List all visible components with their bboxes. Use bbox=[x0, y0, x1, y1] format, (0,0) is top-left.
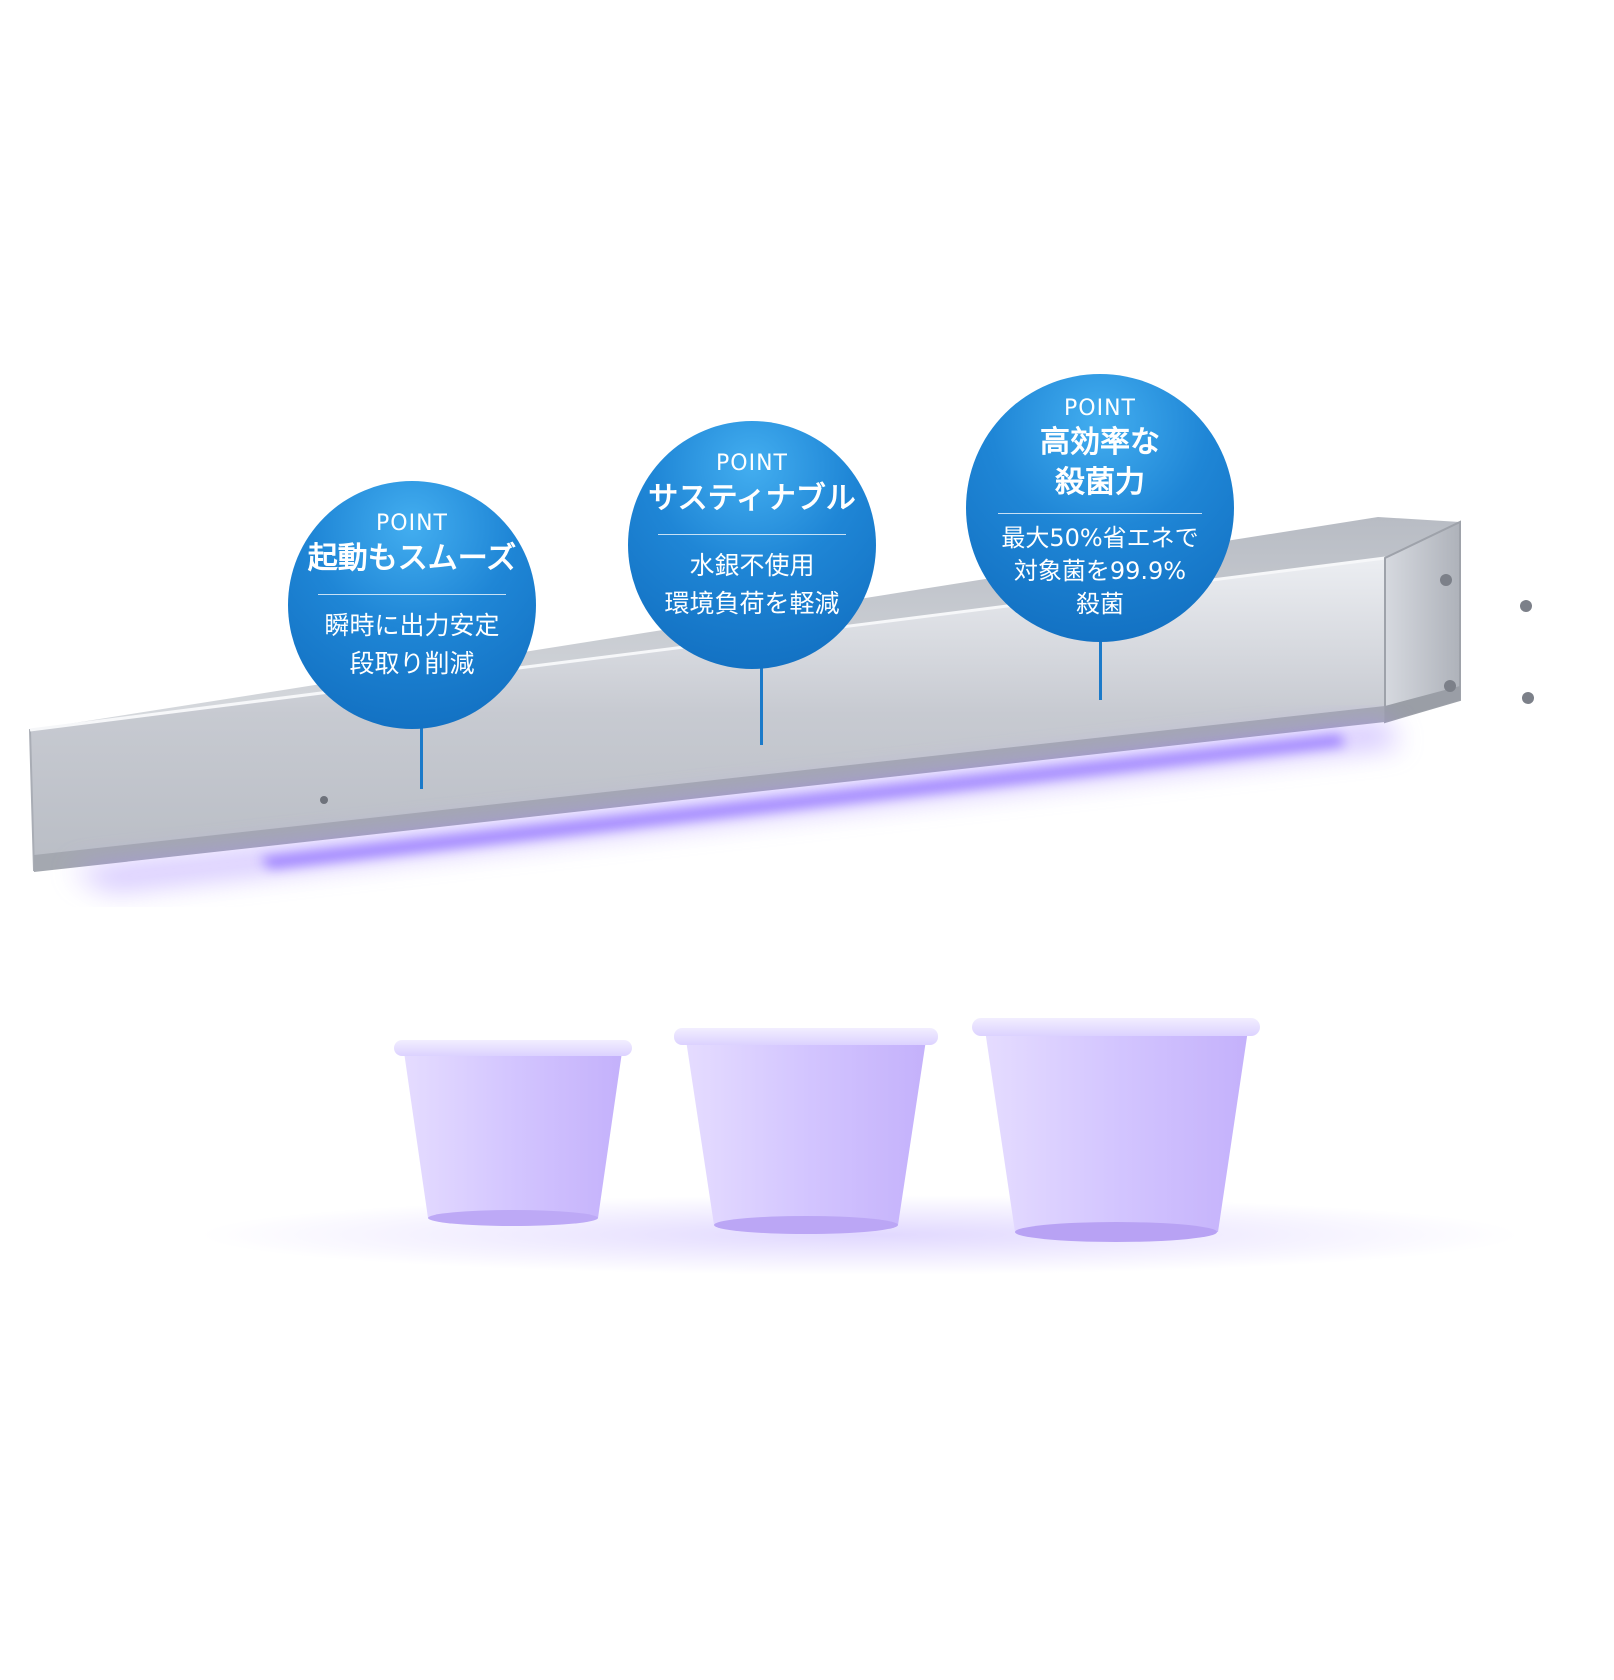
badge-point-label: POINT bbox=[1064, 396, 1136, 421]
badge-body-line: 段取り削減 bbox=[349, 649, 475, 678]
badge-body: 最大50%省エネで 対象菌を99.9% 殺菌 bbox=[1001, 522, 1198, 621]
feature-badge-quick-start: POINT 起動もスムーズ 瞬時に出力安定 段取り削減 bbox=[288, 481, 536, 729]
badge-body-line: 瞬時に出力安定 bbox=[324, 611, 500, 640]
leader-line bbox=[760, 667, 763, 745]
feature-badge-efficiency: POINT 高効率な 殺菌力 最大50%省エネで 対象菌を99.9% 殺菌 bbox=[966, 374, 1234, 642]
badge-title: 高効率な 殺菌力 bbox=[1040, 423, 1160, 503]
badge-title: 起動もスムーズ bbox=[307, 541, 517, 576]
leader-line bbox=[420, 727, 423, 789]
cup bbox=[674, 1028, 938, 1234]
screw-hole bbox=[1444, 680, 1456, 692]
screw-hole bbox=[1522, 692, 1534, 704]
badge-body-line: 環境負荷を軽減 bbox=[664, 589, 840, 618]
badge-divider bbox=[998, 513, 1202, 514]
badge-title-line: 殺菌力 bbox=[1055, 465, 1145, 500]
cup bbox=[394, 1040, 632, 1226]
screw-hole bbox=[1440, 574, 1452, 586]
feature-badge-sustainable: POINT サスティナブル 水銀不使用 環境負荷を軽減 bbox=[628, 421, 876, 669]
badge-divider bbox=[317, 594, 507, 595]
badge-body: 瞬時に出力安定 段取り削減 bbox=[324, 607, 499, 683]
badge-body-line: 殺菌 bbox=[1076, 590, 1124, 618]
badge-body-line: 対象菌を99.9% bbox=[1013, 557, 1187, 585]
badge-body: 水銀不使用 環境負荷を軽減 bbox=[664, 547, 839, 623]
badge-title: サスティナブル bbox=[648, 481, 856, 516]
badge-point-label: POINT bbox=[376, 511, 448, 536]
badge-body-line: 水銀不使用 bbox=[689, 551, 815, 580]
uv-light-strip bbox=[260, 735, 1345, 868]
fixture-bottom-trim bbox=[34, 706, 1385, 872]
cup bbox=[972, 1018, 1260, 1242]
badge-body-line: 最大50%省エネで bbox=[1001, 524, 1199, 552]
badge-title-line: 高効率な bbox=[1040, 425, 1160, 460]
leader-line bbox=[1099, 640, 1102, 700]
badge-divider bbox=[657, 534, 847, 535]
badge-point-label: POINT bbox=[716, 451, 788, 476]
screw-hole bbox=[320, 796, 328, 804]
screw-hole bbox=[1520, 600, 1532, 612]
